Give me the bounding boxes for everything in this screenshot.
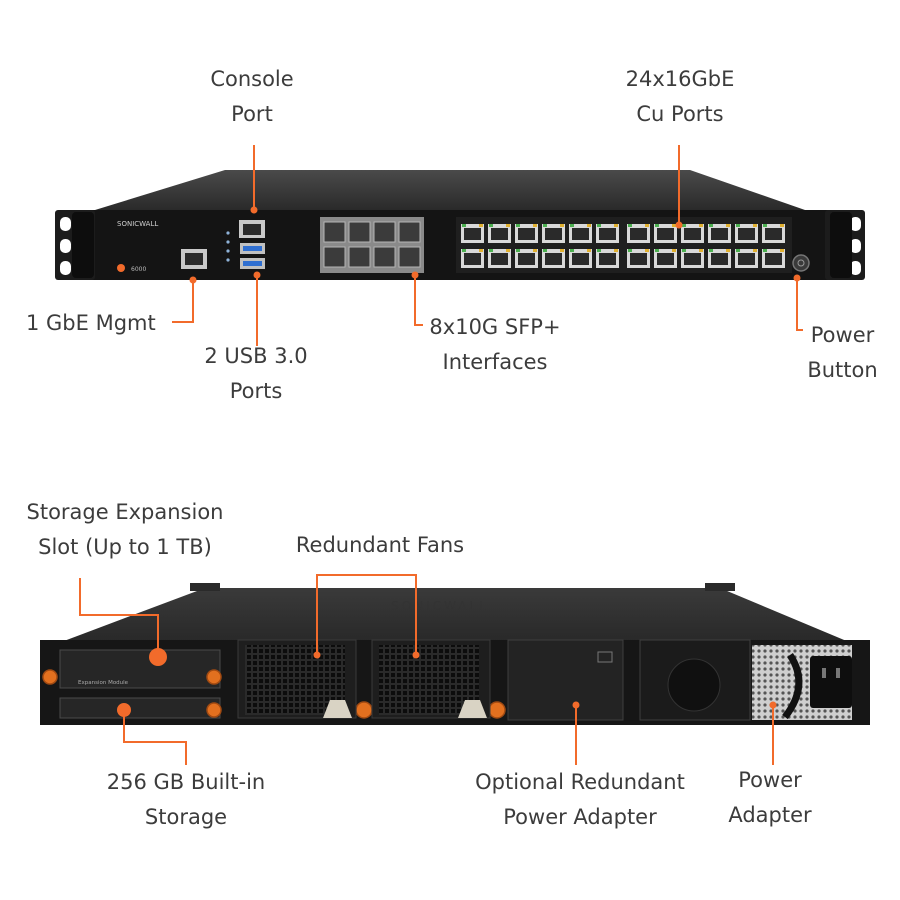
callout-line-mgmt (172, 280, 194, 323)
cu-port[interactable] (542, 249, 565, 268)
cu-port[interactable] (681, 224, 704, 243)
label-power-adapter: Power Adapter (728, 768, 812, 827)
cu-port[interactable] (461, 249, 484, 268)
front-logo-dot (117, 264, 125, 272)
sfp-port[interactable] (373, 246, 396, 268)
sfp-port[interactable] (398, 221, 421, 243)
cu-port[interactable] (708, 249, 731, 268)
sfp-ports[interactable] (320, 217, 424, 273)
rear-chassis-top (40, 588, 868, 650)
expansion-module[interactable]: Expansion Module (59, 649, 221, 689)
front-brand: SONICWALL (117, 220, 158, 228)
front-chassis-top (95, 170, 805, 210)
usb-ports[interactable] (240, 243, 265, 269)
sfp-port[interactable] (348, 246, 371, 268)
callout-line-storage (123, 710, 187, 765)
mgmt-port[interactable] (181, 249, 207, 269)
cu-port[interactable] (488, 249, 511, 268)
callout-line-power-button (796, 278, 803, 331)
label-console-port: Console Port (210, 67, 294, 126)
cu-port[interactable] (542, 224, 565, 243)
label-built-in-storage: 256 GB Built-in Storage (106, 770, 266, 829)
callout-line-sfp (414, 275, 423, 326)
cu-port[interactable] (461, 224, 484, 243)
label-power-button: Power Button (807, 323, 878, 382)
callout-dots (117, 206, 801, 717)
label-optional-power: Optional Redundant Power Adapter (475, 770, 685, 829)
sfp-port[interactable] (398, 246, 421, 268)
status-leds (226, 231, 230, 262)
console-port[interactable] (239, 220, 265, 238)
cu-port[interactable] (627, 249, 650, 268)
cu-port[interactable] (681, 249, 704, 268)
label-mgmt: 1 GbE Mgmt (26, 311, 156, 335)
sfp-port[interactable] (323, 221, 346, 243)
cu-port[interactable] (654, 224, 677, 243)
rack-ear-holes (60, 217, 861, 275)
copper-ports[interactable] (456, 217, 792, 273)
cu-port[interactable] (488, 224, 511, 243)
sfp-port[interactable] (323, 246, 346, 268)
rear-watermark: SONICWALL (391, 599, 489, 613)
callout-lines (79, 145, 803, 765)
sfp-port[interactable] (348, 221, 371, 243)
label-cu-ports: 24x16GbE Cu Ports (625, 67, 735, 126)
label-storage-expansion: Storage Expansion Slot (Up to 1 TB) (26, 500, 224, 559)
fan-module-1[interactable] (237, 639, 357, 719)
sfp-port[interactable] (373, 221, 396, 243)
cu-port[interactable] (762, 249, 785, 268)
front-model: 6000 (131, 266, 146, 273)
cu-port[interactable] (735, 224, 758, 243)
cu-port[interactable] (596, 249, 619, 268)
cu-port[interactable] (515, 224, 538, 243)
fan-module-2[interactable] (371, 639, 491, 719)
cu-port[interactable] (596, 224, 619, 243)
cu-port[interactable] (762, 224, 785, 243)
cu-port[interactable] (569, 224, 592, 243)
label-usb: 2 USB 3.0 Ports (204, 344, 308, 403)
built-in-storage[interactable] (59, 697, 221, 719)
power-button[interactable] (792, 254, 810, 272)
cu-port[interactable] (654, 249, 677, 268)
cu-port[interactable] (515, 249, 538, 268)
cu-port[interactable] (735, 249, 758, 268)
cu-port[interactable] (627, 224, 650, 243)
label-sfp: 8x10G SFP+ Interfaces (429, 315, 561, 374)
optional-power-slot[interactable] (507, 639, 624, 721)
callout-line-storage-exp (79, 578, 159, 655)
cu-port[interactable] (569, 249, 592, 268)
cu-port[interactable] (708, 224, 731, 243)
power-adapter[interactable] (639, 639, 852, 721)
expansion-module-label: Expansion Module (78, 680, 129, 686)
callout-line-fans (316, 574, 417, 655)
label-redundant-fans: Redundant Fans (295, 533, 465, 557)
